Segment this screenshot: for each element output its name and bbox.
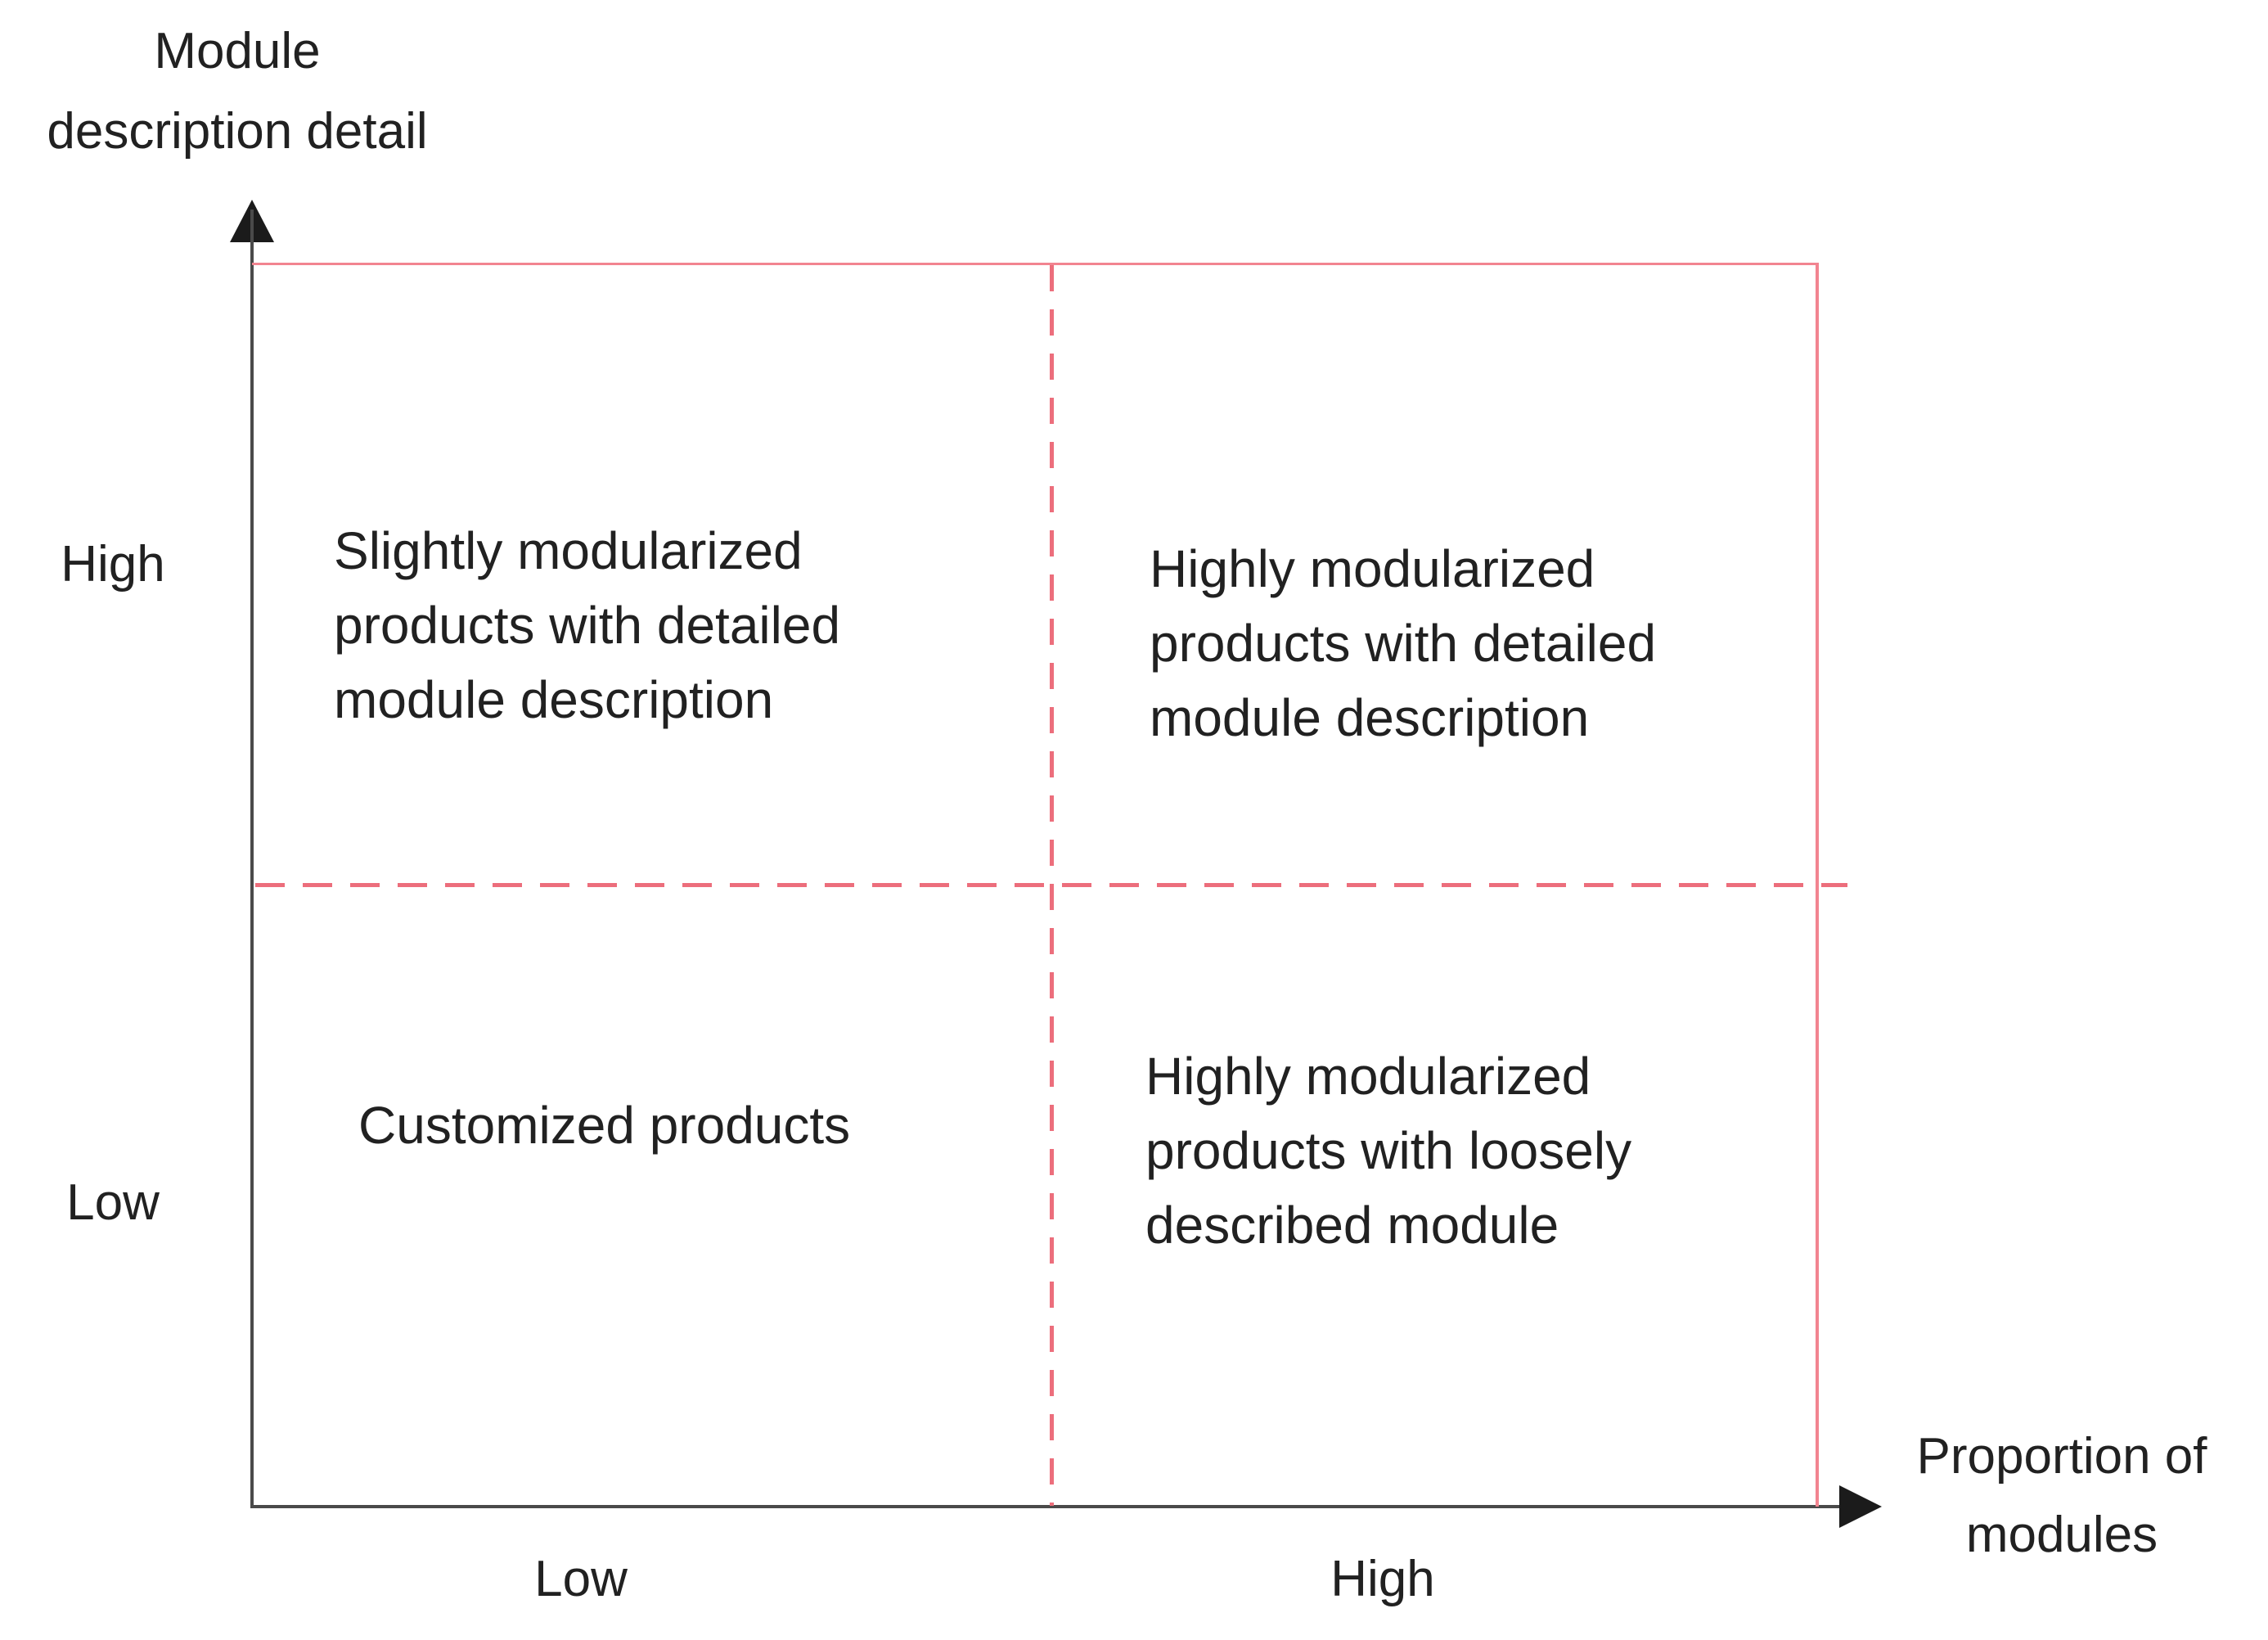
- y-tick-label-low: Low: [66, 1174, 160, 1231]
- y-tick-label-high: High: [61, 536, 165, 592]
- x-tick-label-low: Low: [534, 1551, 628, 1607]
- x-axis-title: Proportion of modules: [1916, 1428, 2207, 1563]
- x-axis-arrow-right-icon: [1839, 1485, 1882, 1528]
- quadrant-label-bottom-right: Highly modularized products with loosely…: [1145, 1047, 1632, 1255]
- quadrant-label-top-left: Slightly modularized products with detai…: [334, 521, 841, 729]
- matrix-divider-horizontal-dashed: [255, 883, 1847, 887]
- matrix-border-top: [252, 263, 1818, 265]
- x-axis-line: [250, 1505, 1846, 1508]
- y-axis-line: [250, 210, 254, 1507]
- y-axis-title: Module description detail: [47, 23, 428, 160]
- quadrant-label-bottom-left: Customized products: [358, 1096, 851, 1155]
- x-tick-label-high: High: [1330, 1551, 1435, 1607]
- quadrant-label-top-right: Highly modularized products with detaile…: [1150, 539, 1657, 747]
